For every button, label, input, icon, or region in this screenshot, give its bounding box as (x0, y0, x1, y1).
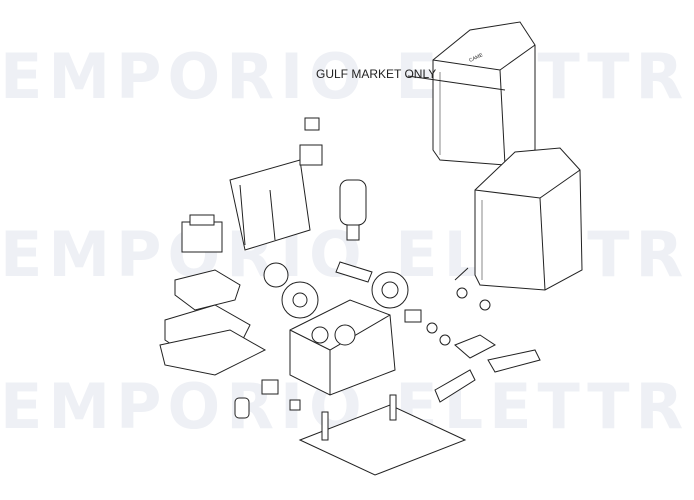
watermark: EMPORIO ELETTRICO (0, 40, 694, 113)
control-board (159, 269, 267, 376)
capacitor (339, 179, 367, 241)
cover (474, 147, 583, 291)
gearmotor-housing (289, 299, 396, 396)
gears (263, 261, 409, 319)
transformer (181, 214, 223, 253)
foundation-plate (298, 394, 467, 476)
cover-gulf: CAME (432, 21, 536, 166)
svg-text:CAME: CAME (468, 52, 484, 64)
callout-leader (407, 75, 506, 91)
gulf-market-label: GULF MARKET ONLY (316, 67, 437, 81)
small-parts (234, 267, 541, 419)
control-board-bracket (229, 117, 323, 251)
